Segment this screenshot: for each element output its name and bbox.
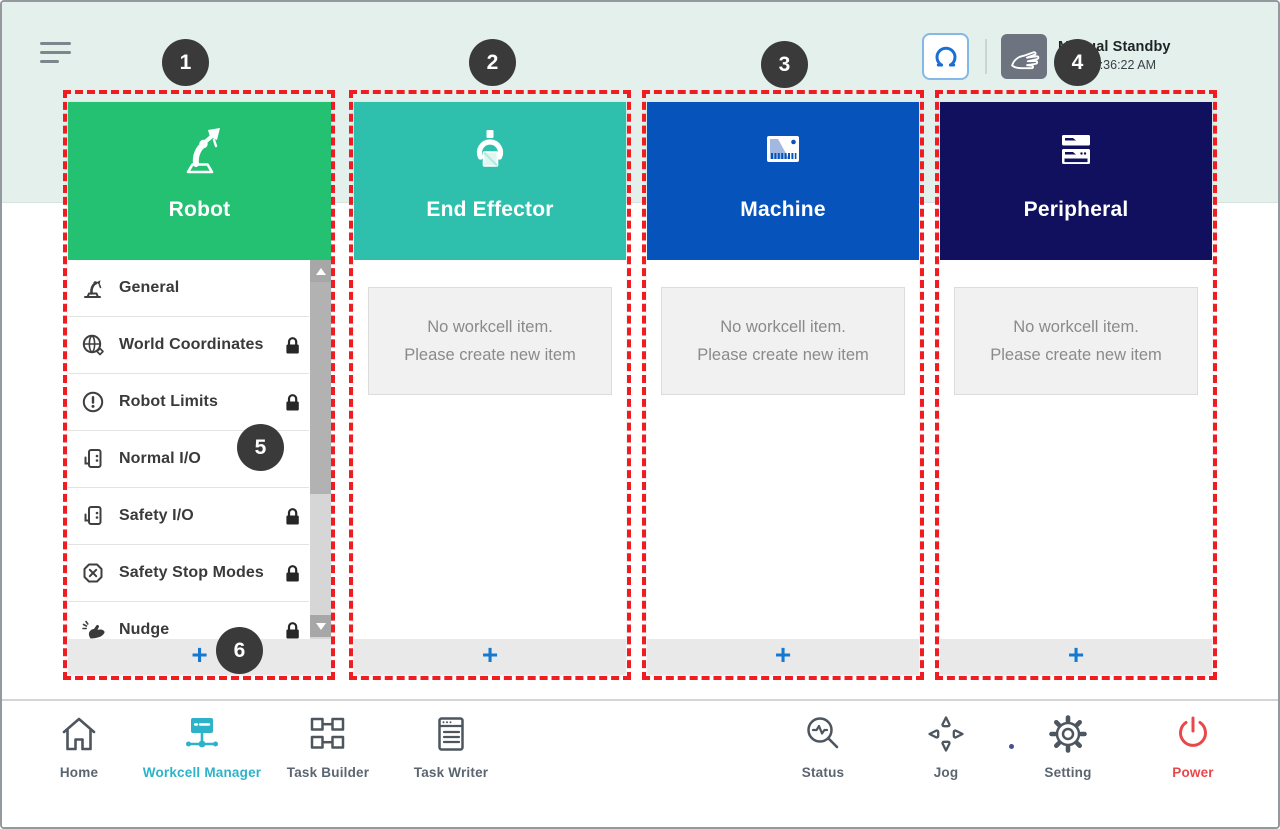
gripper-claw-icon xyxy=(935,46,956,66)
column-title: Machine xyxy=(740,198,826,221)
robot-limits-icon xyxy=(80,389,108,415)
scrollbar-thumb[interactable] xyxy=(310,282,331,494)
task-builder-icon xyxy=(258,709,398,759)
column-title: Peripheral xyxy=(1023,198,1129,221)
list-item-nudge[interactable]: Nudge xyxy=(68,602,309,639)
peripheral-item-list: No workcell item. Please create new item xyxy=(940,260,1212,639)
add-end-effector-item-button[interactable]: + xyxy=(354,639,626,674)
nav-workcell-manager[interactable]: Workcell Manager xyxy=(132,709,272,780)
hamburger-menu-icon[interactable] xyxy=(40,42,72,66)
empty-state-line1: No workcell item. xyxy=(427,318,553,336)
io-icon xyxy=(80,446,108,472)
home-icon xyxy=(9,709,149,759)
empty-state-line1: No workcell item. xyxy=(1013,318,1139,336)
nav-label: Task Builder xyxy=(286,765,370,780)
robot-state-label: Manual Standby xyxy=(1058,39,1171,55)
empty-state-box: No workcell item. Please create new item xyxy=(661,287,905,395)
list-item-safety-io[interactable]: Safety I/O xyxy=(68,488,309,545)
empty-state-line2: Please create new item xyxy=(990,346,1162,364)
list-item-normal-io[interactable]: Normal I/O xyxy=(68,431,309,488)
server-stack-icon xyxy=(940,122,1212,184)
list-item-general[interactable]: General xyxy=(68,260,309,317)
end-effector-column-header[interactable]: End Effector xyxy=(354,102,626,260)
list-item-label: Nudge xyxy=(119,621,170,638)
bottom-navigation: Home Workcell Manager xyxy=(2,699,1278,827)
status-timestamp: 2.22 10:36:22 AM xyxy=(1058,58,1156,72)
empty-state-line2: Please create new item xyxy=(697,346,869,364)
nav-dot-separator xyxy=(1009,744,1014,749)
robot-gripper-button[interactable] xyxy=(922,33,969,80)
list-item-label: Safety Stop Modes xyxy=(119,564,264,581)
power-icon xyxy=(1123,709,1263,759)
machine-icon xyxy=(647,122,919,184)
task-writer-icon xyxy=(381,709,521,759)
add-machine-item-button[interactable]: + xyxy=(647,639,919,674)
scrollbar[interactable] xyxy=(310,260,331,639)
list-item-safety-stop-modes[interactable]: Safety Stop Modes xyxy=(68,545,309,602)
empty-state-line2: Please create new item xyxy=(404,346,576,364)
machine-item-list: No workcell item. Please create new item xyxy=(647,260,919,639)
lock-icon xyxy=(284,393,301,412)
column-title: Robot xyxy=(168,198,231,221)
gripper-box-icon xyxy=(354,122,626,184)
nav-label: Workcell Manager xyxy=(142,765,262,780)
list-item-label: Robot Limits xyxy=(119,393,218,410)
list-item-label: Normal I/O xyxy=(119,450,201,467)
lock-icon xyxy=(284,336,301,355)
robot-column-header[interactable]: Robot xyxy=(68,102,331,260)
robot-arm-icon xyxy=(68,122,331,184)
nav-jog[interactable]: Jog xyxy=(876,709,1016,780)
nav-label: Jog xyxy=(933,765,959,780)
jog-dpad-icon xyxy=(876,709,1016,759)
lock-icon xyxy=(284,621,301,640)
robot-item-list: General World Coordinates xyxy=(68,260,331,639)
manual-hand-button[interactable] xyxy=(1001,34,1047,79)
io-icon xyxy=(80,503,108,529)
lock-icon xyxy=(284,507,301,526)
add-peripheral-item-button[interactable]: + xyxy=(940,639,1212,674)
nav-status[interactable]: Status xyxy=(753,709,893,780)
nav-home[interactable]: Home xyxy=(9,709,149,780)
empty-state-box: No workcell item. Please create new item xyxy=(954,287,1198,395)
nav-task-writer[interactable]: Task Writer xyxy=(381,709,521,780)
setting-gear-icon xyxy=(998,709,1138,759)
peripheral-column-header[interactable]: Peripheral xyxy=(940,102,1212,260)
scroll-up-button[interactable] xyxy=(310,260,331,282)
list-item-label: World Coordinates xyxy=(119,336,264,353)
nav-label: Power xyxy=(1172,765,1214,780)
empty-state-line1: No workcell item. xyxy=(720,318,846,336)
nav-setting[interactable]: Setting xyxy=(998,709,1138,780)
list-item-world-coordinates[interactable]: World Coordinates xyxy=(68,317,309,374)
column-title: End Effector xyxy=(426,198,554,221)
nav-label: Setting xyxy=(1044,765,1092,780)
list-item-robot-limits[interactable]: Robot Limits xyxy=(68,374,309,431)
nav-power[interactable]: Power xyxy=(1123,709,1263,780)
add-robot-item-button[interactable]: + xyxy=(68,639,331,674)
nav-task-builder[interactable]: Task Builder xyxy=(258,709,398,780)
nav-label: Status xyxy=(801,765,845,780)
nav-label: Task Writer xyxy=(413,765,489,780)
topbar-separator xyxy=(985,39,987,74)
world-coordinates-icon xyxy=(80,332,108,358)
nav-label: Home xyxy=(59,765,99,780)
machine-column: Machine No workcell item. Please create … xyxy=(647,102,919,674)
list-item-label: Safety I/O xyxy=(119,507,194,524)
end-effector-column: End Effector No workcell item. Please cr… xyxy=(354,102,626,674)
machine-column-header[interactable]: Machine xyxy=(647,102,919,260)
list-item-label: General xyxy=(119,279,180,296)
robot-status-block: Manual Standby 2.22 10:36:22 AM xyxy=(1058,39,1218,72)
workcell-manager-icon xyxy=(132,709,272,759)
empty-state-box: No workcell item. Please create new item xyxy=(368,287,612,395)
robot-column: Robot General xyxy=(68,102,331,674)
end-effector-item-list: No workcell item. Please create new item xyxy=(354,260,626,639)
robot-general-icon xyxy=(80,275,108,301)
nudge-hand-icon xyxy=(80,617,108,639)
status-icon xyxy=(753,709,893,759)
lock-icon xyxy=(284,564,301,583)
manual-hand-icon xyxy=(1011,50,1040,69)
stop-modes-icon xyxy=(80,560,108,586)
peripheral-column: Peripheral No workcell item. Please crea… xyxy=(940,102,1212,674)
scroll-down-button[interactable] xyxy=(310,615,331,637)
